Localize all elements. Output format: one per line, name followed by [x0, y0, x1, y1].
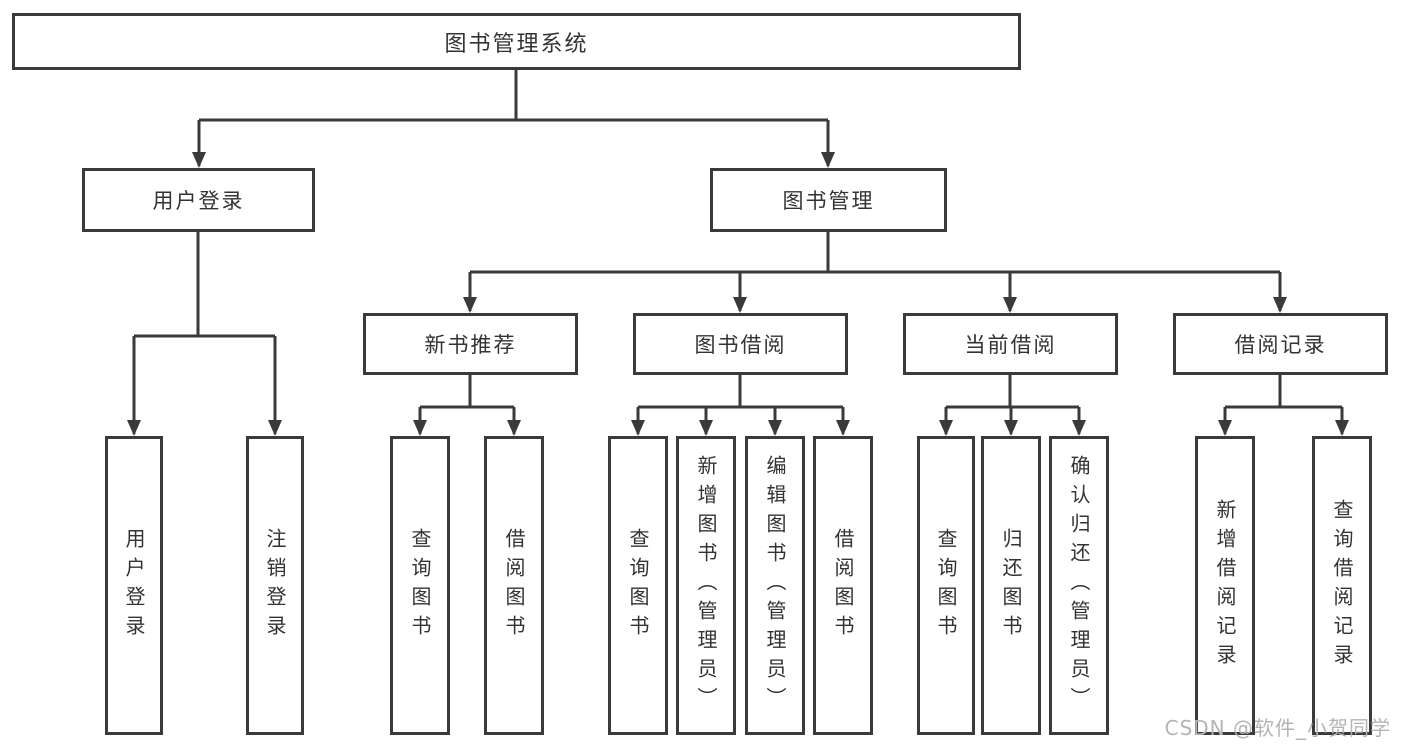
node-label: 图书管理系统 [444, 31, 589, 57]
leaf-borrow-books: 借阅图书 [813, 436, 873, 735]
leaf-query-books-recommend: 查询图书 [390, 436, 450, 735]
node-label: 用户登录 [122, 527, 146, 644]
node-label: 图书管理 [782, 189, 875, 213]
node-root-library-system: 图书管理系统 [12, 13, 1021, 70]
node-label: 查询图书 [626, 527, 650, 644]
node-borrow-records: 借阅记录 [1173, 313, 1388, 375]
node-label: 确认归还（管理员） [1067, 455, 1091, 716]
node-label: 图书借阅 [694, 333, 787, 357]
node-label: 查询图书 [934, 527, 958, 644]
node-label: 借阅图书 [502, 527, 526, 644]
node-user-login: 用户登录 [82, 168, 315, 232]
node-new-book-recommend: 新书推荐 [363, 313, 578, 375]
leaf-query-borrow-record: 查询借阅记录 [1312, 436, 1372, 735]
node-book-management: 图书管理 [710, 168, 947, 232]
node-label: 归还图书 [999, 527, 1023, 644]
leaf-user-login: 用户登录 [105, 436, 163, 735]
leaf-add-book-admin: 新增图书（管理员） [676, 436, 736, 735]
node-label: 编辑图书（管理员） [763, 455, 787, 716]
node-book-borrow: 图书借阅 [633, 313, 848, 375]
leaf-logout: 注销登录 [246, 436, 304, 735]
leaf-query-books-current: 查询图书 [917, 436, 975, 735]
node-label: 查询借阅记录 [1330, 498, 1354, 673]
node-label: 借阅图书 [831, 527, 855, 644]
leaf-return-book: 归还图书 [981, 436, 1041, 735]
node-label: 注销登录 [263, 527, 287, 644]
node-label: 查询图书 [408, 527, 432, 644]
node-label: 用户登录 [152, 189, 245, 213]
leaf-query-books-borrow: 查询图书 [608, 436, 668, 735]
node-label: 新增借阅记录 [1213, 498, 1237, 673]
node-label: 新书推荐 [424, 333, 517, 357]
csdn-watermark: CSDN @软件_小贺同学 [1164, 716, 1391, 740]
node-label: 当前借阅 [964, 333, 1057, 357]
leaf-borrow-books-recommend: 借阅图书 [484, 436, 544, 735]
node-label: 借阅记录 [1234, 333, 1327, 357]
leaf-edit-book-admin: 编辑图书（管理员） [745, 436, 805, 735]
leaf-confirm-return-admin: 确认归还（管理员） [1049, 436, 1109, 735]
node-label: 新增图书（管理员） [694, 455, 718, 716]
leaf-add-borrow-record: 新增借阅记录 [1195, 436, 1255, 735]
node-current-borrow: 当前借阅 [903, 313, 1118, 375]
